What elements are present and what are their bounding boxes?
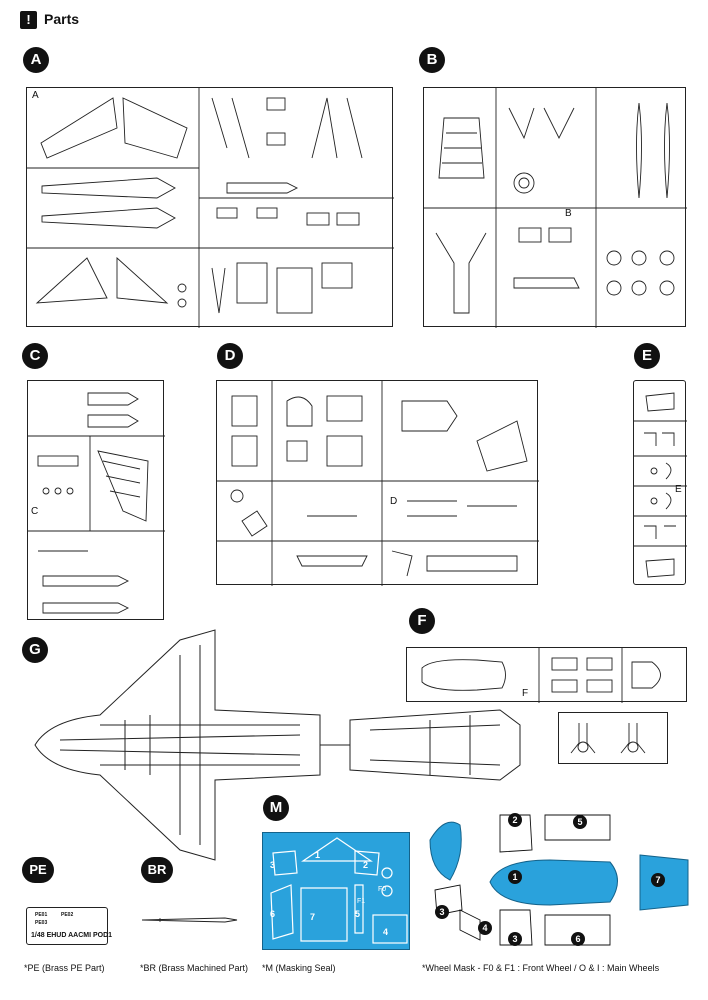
sprue-f-letter: F [522, 688, 529, 699]
section-badge-c: C [22, 343, 48, 369]
mask-label-f0: F0 [378, 886, 387, 893]
wheel-mask-label-4: 4 [478, 921, 492, 935]
page-title: Parts [44, 11, 80, 27]
wheel-mask-label-6: 6 [571, 932, 585, 946]
sprue-f-lower-parts [570, 723, 646, 754]
caption-m: *M (Masking Seal) [262, 963, 336, 973]
caption-br: *BR (Brass Machined Part) [140, 963, 249, 973]
sprue-c-parts [28, 392, 165, 614]
caption-wheel-mask: *Wheel Mask - F0 & F1 : Front Wheel / O … [422, 963, 660, 973]
sprue-g-parts [34, 629, 521, 861]
sprue-f-frame: F [406, 647, 687, 703]
pe-tag-1: PE01 [35, 912, 48, 918]
section-badge-m: M [263, 795, 289, 821]
pe-plate-text: 1/48 EHUD AACMI POD1 [31, 932, 113, 939]
sprue-e-letter: E [675, 484, 682, 495]
mask-label-f1: F1 [357, 898, 366, 905]
masking-seal-outlines [270, 837, 408, 944]
mask-label-4: 4 [383, 927, 389, 937]
mask-label-7: 7 [310, 912, 316, 922]
section-badge-e: E [634, 343, 660, 369]
sprue-a-parts [27, 88, 394, 328]
caption-pe: *PE (Brass PE Part) [24, 963, 105, 973]
mask-label-2: 2 [363, 860, 369, 870]
sprue-a-frame: A [26, 87, 394, 328]
wheel-mask-diagram [429, 814, 689, 946]
section-badge-f: F [409, 608, 435, 634]
brass-machined-part [141, 917, 238, 923]
mask-label-6: 6 [270, 909, 276, 919]
sprue-d-frame: D [216, 380, 539, 586]
section-badge-a: A [23, 47, 49, 73]
sprue-b-letter: B [565, 208, 572, 219]
section-badge-br: BR [141, 857, 173, 883]
wheel-mask-label-1: 1 [508, 870, 522, 884]
mask-label-3: 3 [270, 860, 276, 870]
sprue-b-frame: B [423, 87, 687, 328]
sprue-f-parts [421, 648, 661, 703]
section-badge-pe: PE [22, 857, 54, 883]
section-badge-b: B [419, 47, 445, 73]
wheel-mask-label-3-bottom: 3 [508, 932, 522, 946]
sprue-e-parts [634, 392, 687, 578]
sprue-a-letter: A [32, 90, 39, 101]
mask-label-5: 5 [355, 909, 361, 919]
wheel-mask-label-3-left: 3 [435, 905, 449, 919]
wheel-mask-label-5: 5 [573, 815, 587, 829]
sprue-d-letter: D [390, 496, 398, 507]
pe-tag-3: PE03 [35, 920, 48, 926]
alert-icon: ! [20, 11, 37, 29]
sprue-c-letter: C [31, 506, 39, 517]
wheel-mask-label-2: 2 [508, 813, 522, 827]
pe-tag-2: PE02 [61, 912, 74, 918]
sprue-d-parts [217, 381, 539, 586]
sprue-b-parts [424, 88, 687, 328]
masking-seal-sheet: 1 2 3 4 5 6 7 F0 F1 [262, 832, 410, 950]
section-badge-d: D [217, 343, 243, 369]
sprue-f-lower-frame [558, 712, 668, 764]
sprue-e-frame: E [633, 380, 687, 585]
wheel-mask-label-7: 7 [651, 873, 665, 887]
sprue-c-frame: C [27, 380, 165, 620]
mask-label-1: 1 [315, 850, 321, 860]
pe-plate: PE01 PE02 PE03 1/48 EHUD AACMI POD1 [26, 907, 112, 945]
section-badge-g: G [22, 637, 48, 663]
